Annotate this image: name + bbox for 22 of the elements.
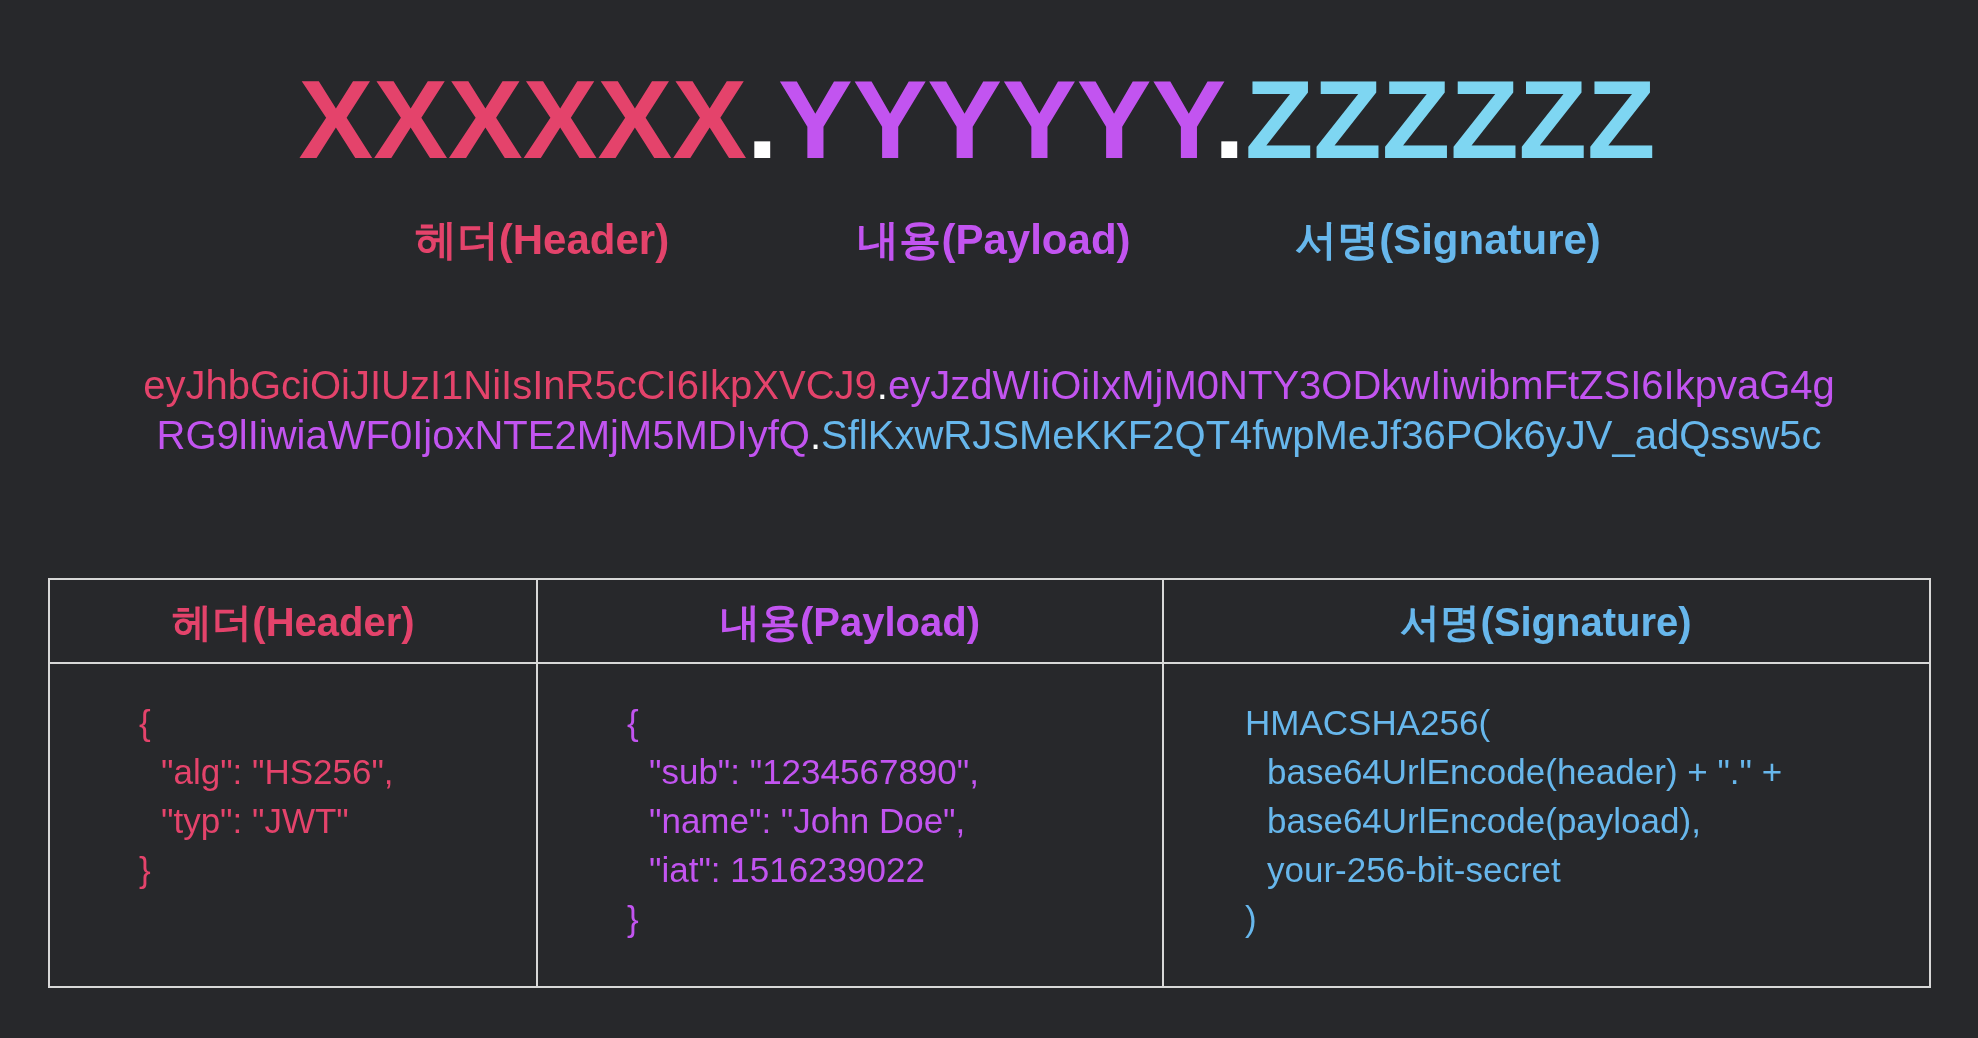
code-line: {	[139, 702, 151, 744]
jwt-token-text: eyJhbGciOiJIUzI1NiIsInR5cCI6IkpXVCJ9.eyJzdWIiOiIxMjM0NTY3ODkwIiwibmFtZSI6IkpvaG4gRG9lIiwiaWF0IjoxNTE2MjM5MDIyfQ.SflKxwRJSMeKKF2QT4fwpMeJf36POk6yJV_adQssw5c	[142, 362, 1836, 459]
code-line: "name": "John Doe",	[649, 800, 966, 842]
code-line: base64UrlEncode(header) + "." +	[1267, 751, 1783, 793]
code-line: your-256-bit-secret	[1267, 849, 1561, 891]
part-label: 내용(Payload)	[857, 215, 1131, 265]
code-line: "iat": 1516239022	[649, 849, 925, 891]
jwt-format-heading: XXXXXX.YYYYYY.ZZZZZZ	[298, 60, 1656, 180]
part-label: 서명(Signature)	[1295, 215, 1601, 265]
code-line: "sub": "1234567890",	[649, 751, 979, 793]
code-line: )	[1245, 898, 1257, 940]
code-line: base64UrlEncode(payload),	[1267, 800, 1701, 842]
code-line: }	[627, 898, 639, 940]
code-line: {	[627, 702, 639, 744]
column-heading: 내용(Payload)	[720, 599, 980, 646]
column-heading: 헤더(Header)	[172, 599, 415, 646]
code-line: "typ": "JWT"	[161, 800, 349, 842]
code-line: "alg": "HS256",	[161, 751, 394, 793]
column-heading: 서명(Signature)	[1400, 599, 1692, 646]
code-line: HMACSHA256(	[1245, 702, 1491, 744]
part-label: 헤더(Header)	[414, 215, 670, 265]
code-line: }	[139, 849, 151, 891]
